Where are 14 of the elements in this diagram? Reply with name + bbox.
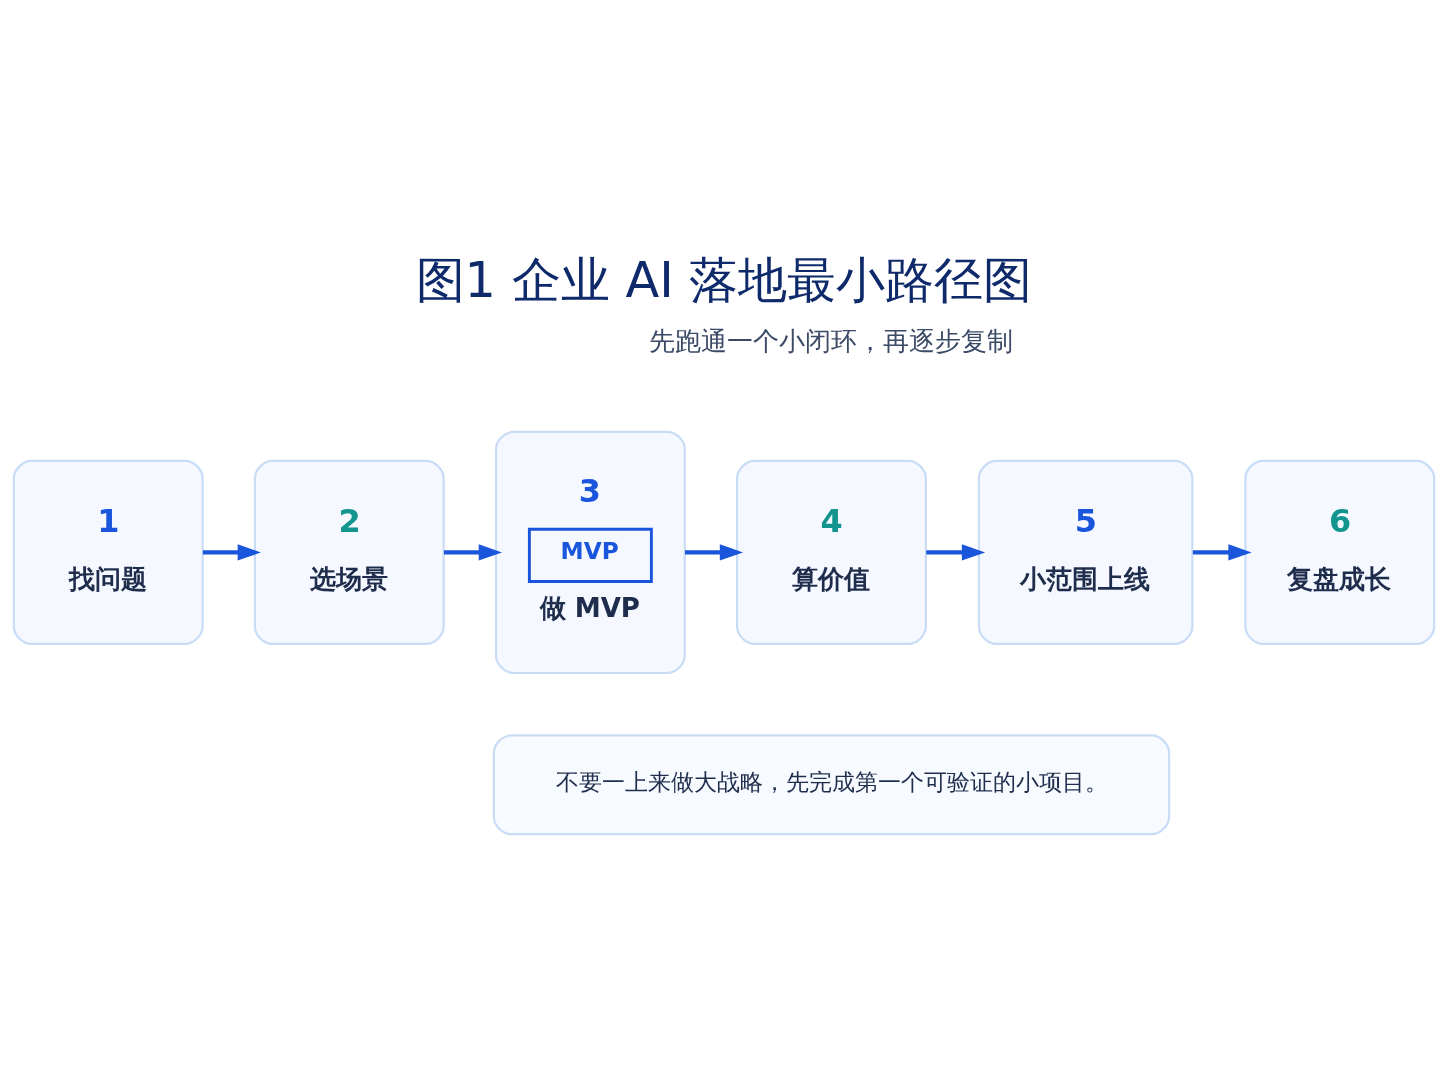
diagram-title: 图1 企业 AI 落地最小路径图: [415, 251, 1033, 310]
node-box: 3 MVP 做 MVP: [494, 430, 686, 675]
node-box: 不要一上来做大战略，先完成第一个可验证的小项目。: [492, 734, 1171, 836]
label: 先跑通一个小闭环，再逐步复制: [649, 325, 1014, 356]
node-box: 2 选场景: [253, 459, 445, 646]
arrow: [1192, 544, 1252, 561]
arrow: [926, 544, 986, 561]
node-box: 5 小范围上线: [977, 459, 1194, 646]
node-box: 6 复盘成长: [1244, 459, 1436, 646]
arrow: [685, 544, 744, 561]
arrow: [443, 544, 503, 561]
node-box: 1 找问题: [12, 459, 204, 646]
arrow: [202, 544, 261, 561]
node-box: 4 算价值: [736, 459, 927, 646]
